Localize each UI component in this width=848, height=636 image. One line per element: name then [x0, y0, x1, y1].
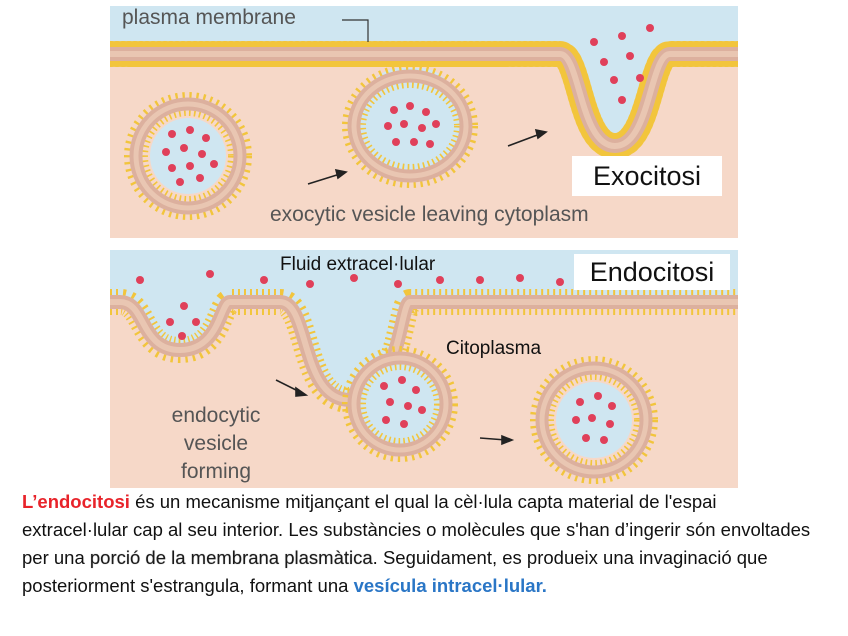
- exocytosis-title: Exocitosi: [572, 156, 722, 196]
- vesicle-pinching: [342, 346, 458, 462]
- exo-arrows: [307, 128, 548, 185]
- caption-term-vesicle: vesícula intracel·lular.: [353, 575, 547, 596]
- caption-term-endocytosis: L’endocitosi: [22, 491, 130, 512]
- caption-paragraph: L’endocitosi és un mecanisme mitjançant …: [22, 488, 822, 600]
- exocytosis-diagram: [110, 6, 738, 238]
- exocytic-vesicle-label: exocytic vesicle leaving cytoplasm: [270, 203, 589, 226]
- exocytosis-panel: plasma membrane exocytic vesicle leaving…: [110, 6, 738, 238]
- vesicle-free: [124, 92, 252, 220]
- caption-text-2: . Seguidament, es produeix una invaginac…: [22, 547, 768, 596]
- membrane-leader-line: [342, 19, 369, 42]
- endocytic-vesicle-label: endocytic vesicle forming: [146, 402, 286, 486]
- caption-highlight-membrane: porció de la membrana plasmàtica: [89, 547, 373, 568]
- endocytic-label-line2: vesicle: [183, 432, 249, 455]
- endocytosis-title: Endocitosi: [574, 254, 730, 290]
- caption-text-1: és un mecanisme mitjançant el qual la cè…: [22, 491, 811, 568]
- endocytic-label-line3: forming: [180, 460, 252, 483]
- endo-molecules: [136, 270, 622, 444]
- cytoplasm-label: Citoplasma: [446, 338, 542, 359]
- plasma-membrane-label: plasma membrane: [122, 6, 296, 29]
- endocytic-label-line1: endocytic: [171, 404, 261, 427]
- endo-arrows: [275, 379, 515, 446]
- fluid-extracellular-label: Fluid extracel·lular: [280, 254, 436, 275]
- exo-molecules: [162, 24, 654, 186]
- vesicle-fusing: [342, 64, 478, 188]
